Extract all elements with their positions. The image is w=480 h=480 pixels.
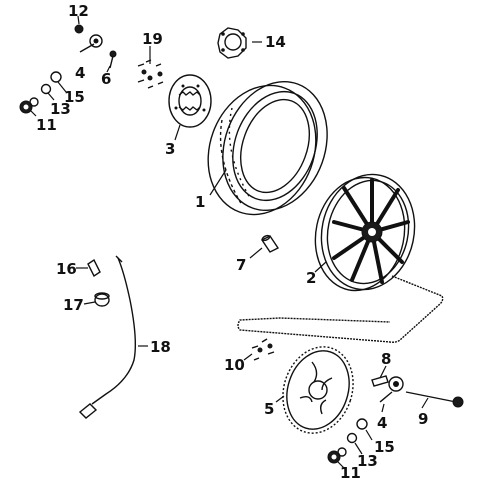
callout-7: 7 [236,256,246,274]
callout-8: 8 [381,350,391,368]
callout-3: 3 [165,140,175,158]
disc-bolts-set [137,59,164,89]
callout-15-right: 15 [374,438,395,456]
brake-disc [168,74,212,128]
callout-17: 17 [63,296,84,314]
wheel-rim [314,173,416,292]
leader-lines [29,15,429,471]
callout-5: 5 [264,400,274,418]
rear-sprocket [282,346,354,434]
callout-15-left: 15 [64,88,85,106]
callout-10: 10 [224,356,245,374]
callout-11-right: 11 [340,464,361,480]
callout-13-left: 13 [50,100,71,118]
callout-1: 1 [195,193,205,211]
callout-13-right: 13 [357,452,378,470]
callout-11-left: 11 [36,116,57,134]
callout-12: 12 [68,2,89,20]
callout-9: 9 [418,410,428,428]
callout-labels: 1 2 3 4 4 5 6 7 8 9 10 11 11 12 13 13 14… [36,2,428,480]
right-small-parts [327,375,464,464]
callout-4-left: 4 [75,64,85,82]
axle-spacer [260,234,280,253]
callout-6: 6 [101,70,111,88]
callout-2: 2 [306,269,316,287]
callout-4-right: 4 [377,414,387,432]
callout-18: 18 [150,338,171,356]
sprocket-bolts-set [251,338,275,361]
left-small-parts [19,24,117,114]
callout-19: 19 [142,30,163,48]
callout-14: 14 [265,33,286,51]
drive-chain [237,275,444,343]
tire [207,80,328,216]
speed-sensor-assembly [78,255,137,419]
disc-hub-adapter [217,27,247,59]
callout-16: 16 [56,260,77,278]
